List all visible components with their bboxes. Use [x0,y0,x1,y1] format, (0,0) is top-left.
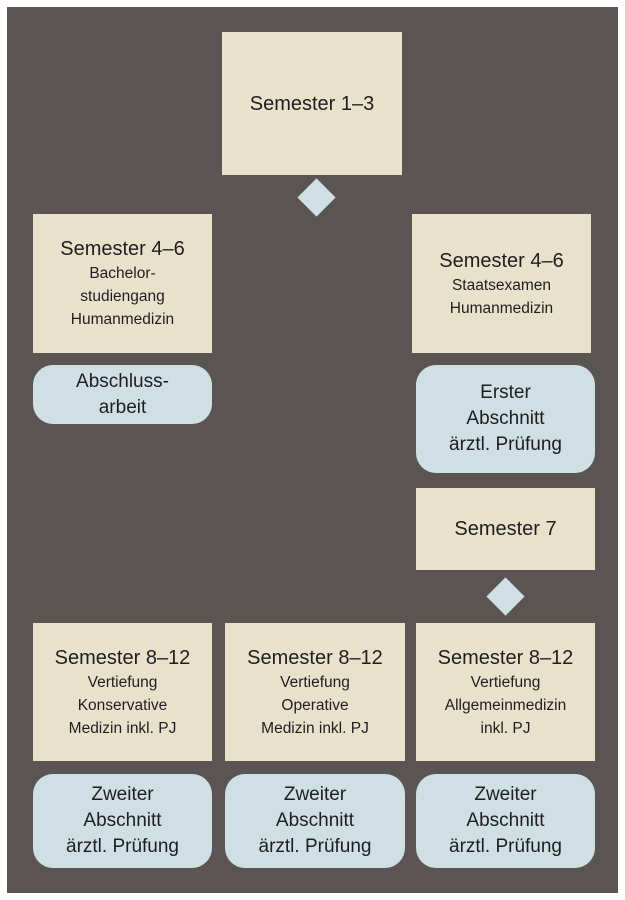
box-line: Medizin inkl. PJ [261,719,369,737]
box-line: studiengang [80,288,165,305]
box-operative: Semester 8–12 Vertiefung Operative Mediz… [225,623,405,761]
pill-abschlussarbeit: Abschluss- arbeit [33,365,212,424]
box-title: Semester 4–6 [439,249,564,272]
pill-line: ärztl. Prüfung [66,836,179,857]
box-semester-1-3: Semester 1–3 [222,32,402,175]
box-line: Vertiefung [470,673,541,691]
box-title: Semester 8–12 [54,646,191,669]
box-title: Semester 4–6 [60,238,185,260]
pill-zweiter-abschnitt-konservative: Zweiter Abschnitt ärztl. Prüfung [33,774,212,868]
box-line: Bachelor- [89,265,156,282]
box-title: Semester 1–3 [249,92,375,115]
pill-zweiter-abschnitt-allgemein: Zweiter Abschnitt ärztl. Prüfung [416,774,595,868]
pill-line: Zweiter [474,784,537,805]
box-staatsexamen: Semester 4–6 Staatsexamen Humanmedizin [412,214,591,353]
pill-line: ärztl. Prüfung [449,434,562,455]
pill-line: ärztl. Prüfung [449,836,562,857]
pill-line: Abschnitt [466,810,545,831]
box-title: Semester 7 [454,518,557,540]
pill-line: arbeit [98,396,147,418]
box-line: Humanmedizin [449,299,554,317]
box-title: Semester 8–12 [247,646,383,669]
box-allgemeinmedizin: Semester 8–12 Vertiefung Allgemeinmedizi… [416,623,595,761]
box-bachelor: Semester 4–6 Bachelor- studiengang Human… [33,214,212,353]
pill-line: ärztl. Prüfung [258,836,372,857]
pill-line: Abschnitt [83,810,162,831]
pill-zweiter-abschnitt-operative: Zweiter Abschnitt ärztl. Prüfung [225,774,405,868]
box-line: Vertiefung [280,673,350,691]
pill-erster-abschnitt: Erster Abschnitt ärztl. Prüfung [416,365,595,473]
box-line: Allgemeinmedizin [444,696,567,714]
box-konservative: Semester 8–12 Vertiefung Konservative Me… [33,623,212,761]
box-line: inkl. PJ [480,719,531,737]
pill-line: Abschnitt [466,408,545,429]
pill-line: Zweiter [283,784,347,805]
box-line: Konservative [77,696,168,714]
box-line: Staatsexamen [451,276,552,294]
box-semester-7: Semester 7 [416,488,595,570]
pill-line: Zweiter [91,784,154,805]
box-line: Medizin inkl. PJ [68,719,177,737]
box-title: Semester 8–12 [437,646,574,669]
pill-line: Abschluss- [76,370,169,392]
box-line: Humanmedizin [70,311,175,328]
box-line: Vertiefung [87,673,158,691]
pill-line: Abschnitt [275,810,355,831]
pill-line: Erster [480,382,531,403]
box-line: Operative [281,696,349,714]
